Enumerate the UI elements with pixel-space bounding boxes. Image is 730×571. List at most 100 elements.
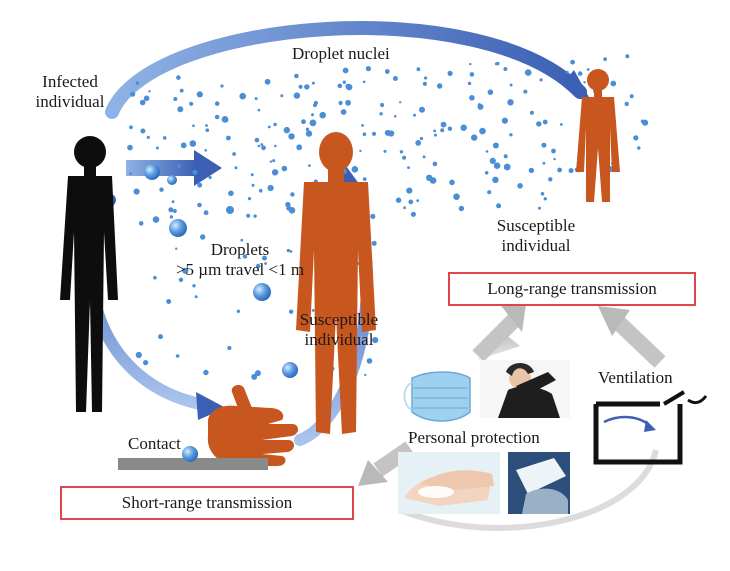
droplet-dot (285, 201, 291, 208)
ventilation-label: Ventilation (598, 368, 673, 387)
droplet-dot (283, 126, 290, 134)
droplet-dot (192, 124, 195, 127)
handwashing-icon (398, 452, 500, 514)
hand-icon (207, 385, 298, 466)
droplet-dot (603, 57, 607, 61)
droplet-dot (517, 183, 523, 189)
droplet-dot (258, 188, 263, 193)
droplet-dot (447, 70, 453, 76)
droplet-dot (280, 94, 284, 98)
droplet-dot (194, 295, 198, 299)
droplet-dot (543, 197, 547, 201)
droplet-dot (351, 166, 359, 173)
droplet-dot (167, 175, 177, 185)
droplet-dot (267, 184, 274, 192)
droplet-dot (159, 187, 164, 192)
droplets-label-line2: >5 µm travel <1 m (175, 260, 305, 279)
droplet-dot (342, 80, 346, 84)
droplet-dot (221, 116, 229, 123)
droplet-dot (247, 197, 252, 201)
droplet-dot (380, 102, 385, 108)
droplet-dot (467, 81, 472, 86)
droplet-dot (337, 83, 343, 89)
droplet-dot (503, 67, 508, 71)
droplet-dot (625, 54, 630, 59)
droplet-dot (264, 78, 271, 85)
droplet-dot (205, 128, 210, 132)
droplet-dot (553, 157, 556, 161)
droplet-dot (492, 142, 499, 149)
droplet-dot (494, 62, 498, 66)
droplet-cloud (127, 54, 649, 380)
droplet-dot (311, 309, 315, 312)
droplet-dot (319, 111, 327, 119)
droplet-dot (402, 155, 407, 160)
droplet-dot (260, 143, 264, 146)
droplet-dot (406, 187, 413, 194)
droplet-dot (269, 160, 273, 163)
droplet-dot (392, 76, 398, 81)
droplet-dot (274, 144, 277, 148)
long-range-transmission-box: Long-range transmission (448, 272, 696, 306)
droplet-dot (267, 125, 271, 129)
droplets-label-line1: Droplets (210, 240, 270, 259)
droplet-dot (305, 130, 313, 137)
droplet-dot (293, 92, 301, 99)
droplet-dot (362, 132, 367, 136)
droplet-dot (264, 262, 267, 265)
droplet-dot (489, 157, 496, 164)
contact-surface (118, 458, 268, 470)
droplet-dot (340, 109, 347, 115)
droplet-dot (365, 66, 371, 72)
droplet-dot (434, 133, 437, 137)
droplet-dot (493, 162, 501, 169)
droplet-dot (192, 169, 198, 175)
droplet-dot (570, 59, 575, 65)
droplet-dot (176, 75, 181, 80)
droplet-dot (503, 163, 511, 171)
droplet-dot (262, 255, 267, 261)
protection-to-long-range-arrow (472, 302, 526, 362)
droplet-dot (173, 97, 178, 101)
droplet-dot (449, 179, 455, 186)
droplet-dot (577, 71, 583, 76)
droplet-dot (143, 360, 149, 366)
droplet-dot (253, 214, 257, 218)
droplet-dot (220, 84, 224, 88)
droplet-dot (298, 84, 303, 89)
droplet-dot (487, 89, 494, 95)
droplet-dot (469, 95, 475, 101)
droplet-dot (338, 100, 343, 106)
droplet-dot (130, 91, 136, 97)
droplet-dot (610, 80, 617, 87)
droplet-dot (294, 73, 299, 79)
droplet-dot (345, 99, 351, 106)
droplet-dot (540, 192, 545, 196)
droplet-dot (487, 190, 492, 195)
droplet-dot (203, 369, 209, 376)
droplet-dot (484, 171, 489, 175)
droplet-dot (548, 177, 553, 182)
droplet-dot (469, 72, 475, 77)
droplet-dot (214, 114, 220, 120)
droplet-dot (624, 101, 629, 107)
droplet-dot (289, 250, 293, 253)
droplet-dot (413, 113, 416, 117)
droplet-dot (288, 133, 295, 140)
droplet-dot (168, 207, 174, 213)
surface-wipe-icon (508, 452, 570, 514)
droplet-dot (539, 78, 543, 82)
droplet-dot (399, 101, 402, 104)
droplet-dot (371, 240, 377, 246)
droplet-dot (240, 238, 244, 242)
droplet-dot (542, 161, 546, 165)
droplet-dot (583, 81, 586, 84)
droplet-dot (542, 119, 548, 125)
droplet-dot (415, 140, 422, 146)
droplet-dot (254, 137, 260, 143)
droplet-dot (507, 99, 514, 106)
droplet-dot (361, 124, 364, 127)
droplet-dot (422, 155, 426, 159)
susceptible-person-far-icon (576, 69, 620, 202)
droplet-dot (226, 206, 234, 214)
